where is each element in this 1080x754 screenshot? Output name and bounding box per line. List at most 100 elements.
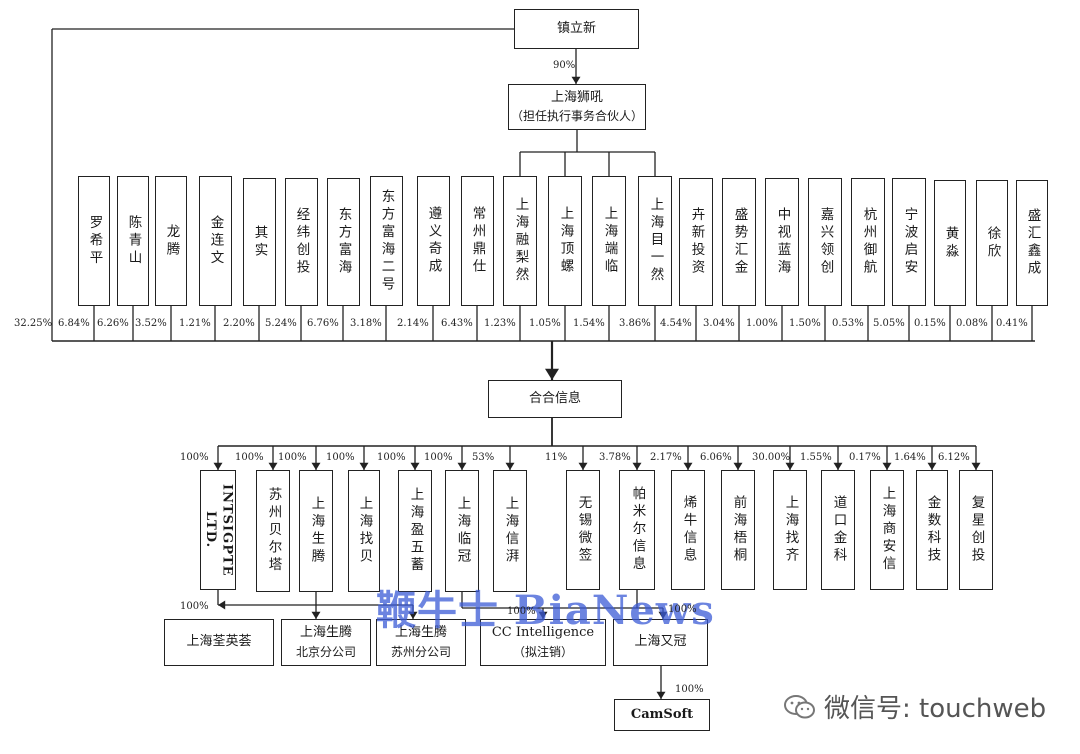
- shareholder-percent: 1.00%: [746, 318, 778, 329]
- shareholder-percent: 2.20%: [223, 318, 255, 329]
- shareholder-percent: 3.86%: [619, 318, 651, 329]
- subsidiary-box: INTSIGPTE LTD.: [200, 470, 236, 590]
- subsidiary-name: 上海找齐: [782, 495, 799, 565]
- direct-percent: 32.25%: [14, 318, 53, 329]
- subsidiary-box: 道口金科: [821, 470, 855, 590]
- arrow-head: [213, 462, 223, 470]
- level3-sub-name: （拟注销）: [512, 644, 573, 659]
- subsidiary-name: 烯牛信息: [680, 495, 697, 565]
- shareholder-name: 东方富海: [335, 207, 352, 277]
- shareholder-box: 嘉兴领创: [808, 178, 842, 306]
- level3-sub-name: 北京分公司: [295, 644, 356, 659]
- shareholder-name: 陈青山: [125, 214, 142, 268]
- shareholder-box: 陈青山: [117, 176, 149, 306]
- subsidiary-name: 苏州贝尔塔: [265, 487, 282, 575]
- subsidiary-box: 上海找齐: [773, 470, 807, 590]
- subsidiary-box: 上海生腾: [299, 470, 333, 592]
- subsidiary-name: 金数科技: [924, 495, 941, 565]
- arrow-head: [545, 368, 559, 380]
- subsidiary-name: 无锡微签: [575, 495, 592, 565]
- subsidiary-box: 帕米尔信息: [619, 470, 655, 590]
- subsidiary-box: 金数科技: [916, 470, 948, 590]
- subsidiary-box: 前海梧桐: [721, 470, 755, 590]
- subsidiary-box: 苏州贝尔塔: [256, 470, 290, 592]
- shareholder-name: 黄淼: [942, 225, 959, 261]
- subsidiary-percent: 53%: [472, 452, 495, 463]
- level3-box: 上海又冠: [613, 619, 708, 666]
- shareholder-percent: 5.24%: [265, 318, 297, 329]
- level3-box: 上海生腾北京分公司: [281, 619, 371, 666]
- shareholder-percent: 6.76%: [307, 318, 339, 329]
- subsidiary-box: 烯牛信息: [671, 470, 705, 590]
- company-box: 合合信息: [488, 380, 622, 418]
- subsidiary-name: 复星创投: [968, 495, 985, 565]
- subsidiary-name: 上海信湃: [502, 496, 519, 566]
- subsidiary-box: 上海商安信: [870, 470, 904, 590]
- shareholder-percent: 0.53%: [832, 318, 864, 329]
- level3-percent: 100%: [668, 604, 697, 615]
- arrow-head: [505, 462, 515, 470]
- shareholder-name: 宁波启安: [901, 207, 918, 277]
- shareholder-box: 经纬创投: [284, 178, 318, 306]
- shareholder-percent: 6.84%: [58, 318, 90, 329]
- shareholder-percent: 6.26%: [97, 318, 129, 329]
- shareholder-name: 罗希平: [86, 214, 103, 268]
- subsidiary-percent: 100%: [235, 452, 264, 463]
- shareholder-name: 其实: [251, 224, 268, 260]
- shareholder-percent: 3.04%: [703, 318, 735, 329]
- shareholder-name: 上海端临: [601, 206, 618, 276]
- subsidiary-percent: 0.17%: [849, 452, 881, 463]
- shareholder-percent: 0.15%: [914, 318, 946, 329]
- shareholder-name: 上海目一然: [647, 197, 664, 285]
- subsidiary-percent: 100%: [377, 452, 406, 463]
- arrow-head: [538, 611, 548, 619]
- shareholder-name: 徐欣: [984, 225, 1001, 261]
- shareholder-name: 常州鼎仕: [469, 206, 486, 276]
- level3-percent: 100%: [507, 606, 536, 617]
- subsidiary-name: 上海盈五蓄: [407, 487, 424, 575]
- arrow-head: [571, 76, 581, 84]
- arrow-head: [408, 611, 418, 619]
- shareholder-box: 上海端临: [592, 176, 626, 306]
- top-person-box: 镇立新: [514, 9, 639, 49]
- watermark-text: 鞭牛士 BiaNews: [376, 587, 715, 634]
- shareholder-percent: 1.21%: [179, 318, 211, 329]
- subsidiary-percent: 11%: [545, 452, 568, 463]
- shareholder-box: 盛汇鑫成: [1016, 180, 1048, 306]
- level3-name: 上海又冠: [634, 634, 687, 650]
- shareholder-name: 杭州御航: [860, 207, 877, 277]
- level3-percent: 100%: [180, 601, 209, 612]
- shareholder-name: 卉新投资: [688, 207, 705, 277]
- subsidiary-box: 复星创投: [959, 470, 993, 590]
- shareholder-box: 东方富海二号: [369, 176, 403, 306]
- level3-name: CC Intelligence: [491, 625, 595, 641]
- top-person-label: 镇立新: [556, 20, 596, 36]
- arrow-head: [578, 462, 588, 470]
- shareholder-percent: 6.43%: [441, 318, 473, 329]
- camsoft-box: CamSoft: [614, 699, 710, 731]
- subsidiary-percent: 100%: [180, 452, 209, 463]
- shareholder-percent: 1.50%: [789, 318, 821, 329]
- arrow-head: [311, 462, 321, 470]
- shareholder-box: 金连文: [198, 176, 232, 306]
- arrow-head: [733, 462, 743, 470]
- subsidiary-percent: 1.64%: [894, 452, 926, 463]
- level3-box: 上海生腾苏州分公司: [376, 619, 466, 666]
- shareholder-percent: 3.52%: [135, 318, 167, 329]
- subsidiary-percent: 2.17%: [650, 452, 682, 463]
- shareholder-name: 嘉兴领创: [817, 207, 834, 277]
- gp-label: 上海狮吼: [550, 89, 603, 105]
- shareholder-name: 东方富海二号: [378, 188, 395, 294]
- shareholder-box: 龙腾: [155, 176, 187, 306]
- shareholder-box: 宁波启安: [892, 178, 926, 306]
- shareholder-box: 黄淼: [934, 180, 966, 306]
- shareholder-name: 经纬创投: [293, 207, 310, 277]
- wechat-badge: 微信号: touchweb: [784, 688, 1046, 725]
- shareholder-box: 盛势汇金: [722, 178, 756, 306]
- shareholder-box: 其实: [242, 178, 276, 306]
- subsidiary-percent: 1.55%: [800, 452, 832, 463]
- shareholder-box: 常州鼎仕: [460, 176, 494, 306]
- camsoft-percent: 100%: [675, 684, 704, 695]
- wechat-icon: [784, 694, 816, 720]
